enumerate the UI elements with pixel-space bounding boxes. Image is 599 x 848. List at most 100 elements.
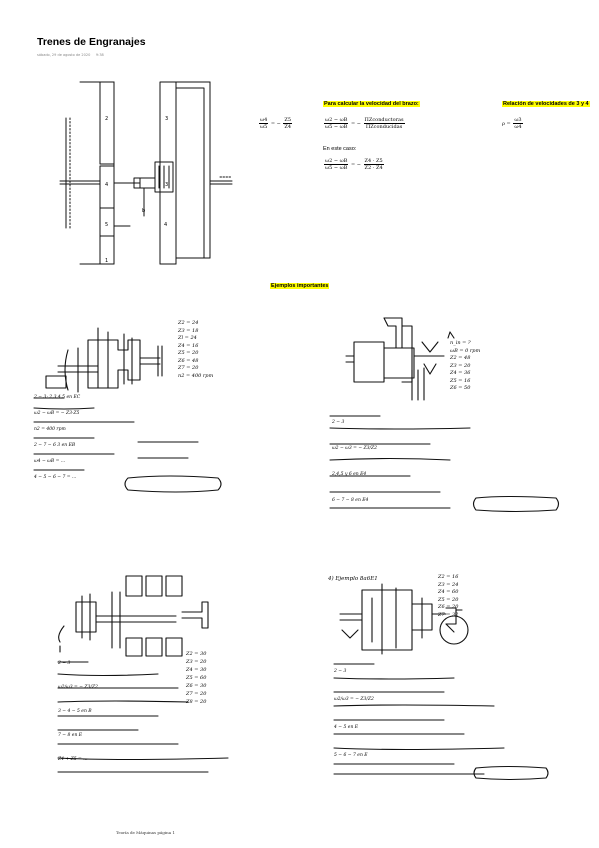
page-title: Trenes de Engranajes <box>37 36 146 48</box>
ex4-data-1: Z3 = 24 <box>438 581 459 588</box>
gear-2-label: 2 <box>105 116 108 122</box>
ex1-lines: 2 − 3: 2,3,4,5 en EC ω2 − ωB = − Z3·Z5 n… <box>34 390 80 486</box>
heading-velocidad-brazo: Para calcular la velocidad del brazo: <box>323 101 420 107</box>
ex1-data-1: Z3 = 18 <box>178 327 199 334</box>
ex1-line-5: 4 − 5 − 6 − 7 = ... <box>34 475 77 480</box>
ex4-title: 4) Ejemplo 8a6E1 <box>328 576 378 582</box>
ex1-line-0: 2 − 3: 2,3,4,5 en EC <box>34 395 81 400</box>
f1-lhs-den: ω5 <box>260 124 268 130</box>
f2-rhs-num: ΠZconductoras <box>363 117 405 124</box>
ex3-line-1: ω2/ω3 = − Z3/Z2 <box>58 685 98 690</box>
ex4-data-4: Z6 = 20 <box>438 604 459 610</box>
ex2-line-2: 2,4,5 y 6 en E4 <box>332 472 367 477</box>
example-4-handwritten: 4) Ejemplo 8a6E1 Z2 = 16 Z3 = 24 Z4 = 60… <box>326 568 566 782</box>
ex1-line-4: ω4 − ωB = ... <box>34 459 66 464</box>
ex3-line-3: 7 − 8 en E <box>58 733 83 738</box>
f4-lhs: ρ = <box>502 121 511 127</box>
ex2-data-2: Z2 = 48 <box>450 355 471 361</box>
ex2-data-0: n_in = ? <box>450 340 471 346</box>
shaft-1-label: 1 <box>105 258 108 264</box>
f1-lhs-num: ω4 <box>259 117 269 124</box>
ex3-data-2: Z4 = 30 <box>186 667 207 673</box>
ex2-lines: 2 − 3 ω2 − ω3 = − Z3/Z2 2,4,5 y 6 en E4 … <box>332 410 377 514</box>
ex1-line-3: 2 − 7 − 6 3 en EB <box>34 443 76 448</box>
f3-rhs-den: Z2 · Z4 <box>364 165 383 171</box>
ex1-data-list: Z2 = 24 Z3 = 18 Zl = 24 Z4 = 16 Z5 = 20 … <box>178 320 213 380</box>
ex3-line-2: 3 − 4 − 5 en B <box>58 709 92 714</box>
f2-rhs-den: ΠZconducidas <box>365 124 403 130</box>
ex4-data-2: Z4 = 60 <box>438 589 459 595</box>
ex1-data-5: Z6 = 48 <box>178 357 199 364</box>
ex1-data-6: Z7 = 20 <box>178 365 199 371</box>
caso-label: En este caso: <box>323 146 357 152</box>
f1-rhs-den: Z4 <box>284 124 292 130</box>
ex1-data-7: n2 = 400 rpm <box>178 372 214 379</box>
example-1-handwritten: Z2 = 24 Z3 = 18 Zl = 24 Z4 = 16 Z5 = 20 … <box>28 318 268 498</box>
example-1-sketch <box>33 327 222 493</box>
page-footer: Teoría de Máquinas página 1 <box>116 830 175 835</box>
ex4-lines: 2 − 3 ω2/ω3 = − Z3/Z2 4 − 5 en E 5 − 6 −… <box>334 658 374 770</box>
example-4-sketch <box>333 583 549 781</box>
gear-3a-label: 3 <box>165 116 168 122</box>
ex4-data-list: Z2 = 16 Z3 = 24 Z4 = 60 Z5 = 20 Z6 = 20 … <box>438 574 458 619</box>
gear-5-label: 5 <box>105 222 108 228</box>
ex1-data-2: Zl = 24 <box>178 335 197 341</box>
ex4-line-3: 5 − 6 − 7 en E <box>334 753 368 758</box>
heading-ejemplos: Ejemplos importantes <box>270 283 330 289</box>
ex2-line-1: ω2 − ω3 = − Z3/Z2 <box>332 446 378 451</box>
example-3-handwritten: Z2 = 30 Z3 = 20 Z4 = 30 Z5 = 60 Z6 = 30 … <box>46 572 276 782</box>
ex3-line-4: Z4 + Z5 = ... <box>58 757 88 762</box>
ex1-data-3: Z4 = 16 <box>178 342 199 349</box>
ex3-data-1: Z3 = 20 <box>186 659 207 665</box>
f1-rhs-num: Z5 <box>283 117 293 124</box>
ex4-line-0: 2 − 3 <box>334 669 347 674</box>
ex3-data-3: Z5 = 60 <box>186 675 207 681</box>
arm-b-label: b <box>142 208 145 214</box>
example-3-sketch <box>57 575 229 773</box>
ex2-data-4: Z4 = 36 <box>450 370 471 376</box>
ex4-data-3: Z5 = 20 <box>438 596 459 603</box>
page-time: 9:38 <box>95 53 104 57</box>
gear-4-label: 4 <box>105 182 108 188</box>
ex1-data-4: Z5 = 20 <box>178 350 199 356</box>
ex3-data-list: Z2 = 30 Z3 = 20 Z4 = 30 Z5 = 60 Z6 = 30 … <box>186 650 206 706</box>
shaft-4-label: 4 <box>164 222 167 228</box>
ex2-line-3: 6 − 7 − 8 en E4 <box>332 498 369 503</box>
ex2-data-5: Z5 = 16 <box>450 377 471 384</box>
gear-train-schematic: 2 4 5 1 3 3 b 4 <box>59 81 233 265</box>
ex1-line-1: ω2 − ωB = − Z3·Z5 <box>34 411 80 416</box>
f3-lhs-den: ω5 − ωB <box>325 165 348 171</box>
f3-rhs-num: Z4 · Z5 <box>363 158 384 165</box>
ex4-line-1: ω2/ω3 = − Z3/Z2 <box>334 697 374 702</box>
f4-den: ω4 <box>514 124 522 130</box>
ex2-data-1: ωB = 0 rpm <box>450 347 481 354</box>
f2-lhs-num: ω2 − ωB <box>324 117 349 124</box>
f2-lhs-den: ω5 − ωB <box>325 124 348 130</box>
ex4-data-0: Z2 = 16 <box>438 574 459 580</box>
ex1-line-2: n2 = 400 rpm <box>34 427 66 432</box>
ex4-line-2: 4 − 5 en E <box>334 725 359 730</box>
ex2-line-0: 2 − 3 <box>332 420 345 425</box>
ex4-data-5: Z7 = 32 <box>438 611 459 618</box>
ex3-data-6: Z8 = 20 <box>186 699 207 705</box>
ex1-data-0: Z2 = 24 <box>178 320 199 326</box>
example-2-sketch <box>329 317 560 513</box>
f4-num: ω3 <box>513 117 523 124</box>
ex3-lines: 2 − 3 ω2/ω3 = − Z3/Z2 3 − 4 − 5 en B 7 −… <box>58 652 98 772</box>
page-meta: sábado, 29 de agosto de 2020 9:38 <box>37 53 104 57</box>
ex3-data-5: Z7 = 20 <box>186 691 207 697</box>
ex2-data-3: Z3 = 20 <box>450 362 471 369</box>
f3-lhs-num: ω2 − ωB <box>324 158 349 165</box>
gear-3b-label: 3 <box>165 182 168 188</box>
heading-relacion-velocidades: Relación de velocidades de 3 y 4 <box>502 101 590 107</box>
ex3-data-0: Z2 = 30 <box>186 651 207 657</box>
ex3-data-4: Z6 = 30 <box>186 683 207 689</box>
example-2-handwritten: n_in = ? ωB = 0 rpm Z2 = 48 Z3 = 20 Z4 =… <box>326 312 566 522</box>
ex3-line-0: 2 − 3 <box>58 661 71 666</box>
ex2-data-6: Z6 = 50 <box>450 385 471 391</box>
ex2-data-list: n_in = ? ωB = 0 rpm Z2 = 48 Z3 = 20 Z4 =… <box>450 340 480 393</box>
